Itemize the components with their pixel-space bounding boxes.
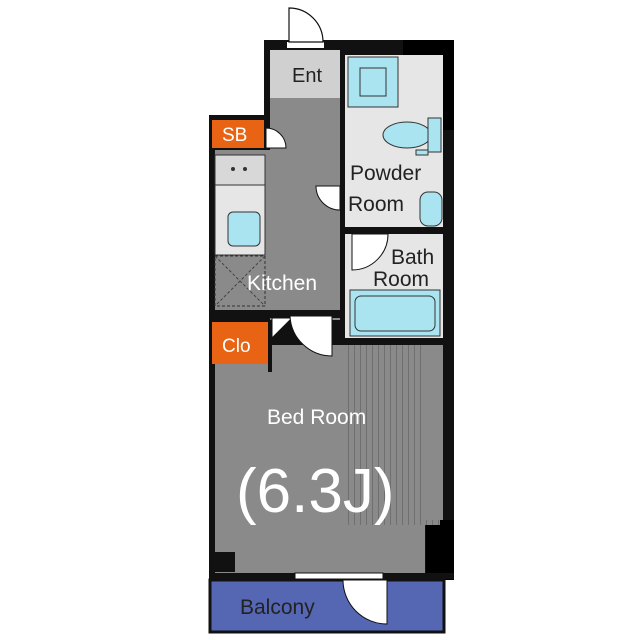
entrance-label: Ent (292, 65, 322, 87)
closet (212, 322, 270, 364)
powder-room-label-line2: Room (348, 193, 404, 216)
bed-room-label: Bed Room (267, 406, 366, 429)
bed-room-hatch (345, 345, 440, 525)
entrance-door (287, 7, 324, 48)
stove-icon (231, 167, 235, 171)
bed-room-size-label: (6.3J) (236, 457, 394, 526)
closet-label: Clo (222, 336, 251, 357)
door-swing-icon (342, 579, 388, 625)
shoe-box-label: SB (222, 125, 247, 146)
door-swing-icon (265, 127, 287, 149)
entrance-floor (270, 50, 340, 98)
door-swing-icon (315, 185, 341, 211)
powder-room-label-line1: Powder (350, 162, 421, 185)
kitchen-label: Kitchen (247, 272, 317, 295)
door-swing-icon (351, 233, 389, 271)
shower-tray-icon (419, 191, 443, 227)
door-swing-icon (289, 315, 333, 357)
door-swing-icon (288, 7, 324, 43)
shoe-box (212, 120, 264, 148)
sink-icon (227, 211, 261, 247)
balcony (208, 578, 446, 634)
powder-room-fixtures (347, 56, 443, 227)
bath-room-label-line1: Bath (391, 246, 434, 269)
door-swing-icon (271, 317, 294, 340)
kitchen-fixtures (214, 154, 266, 307)
bath-room-label-line2: Room (373, 268, 429, 291)
window-icon (294, 572, 384, 580)
toilet-icon (382, 121, 432, 149)
balcony-label: Balcony (240, 596, 315, 619)
